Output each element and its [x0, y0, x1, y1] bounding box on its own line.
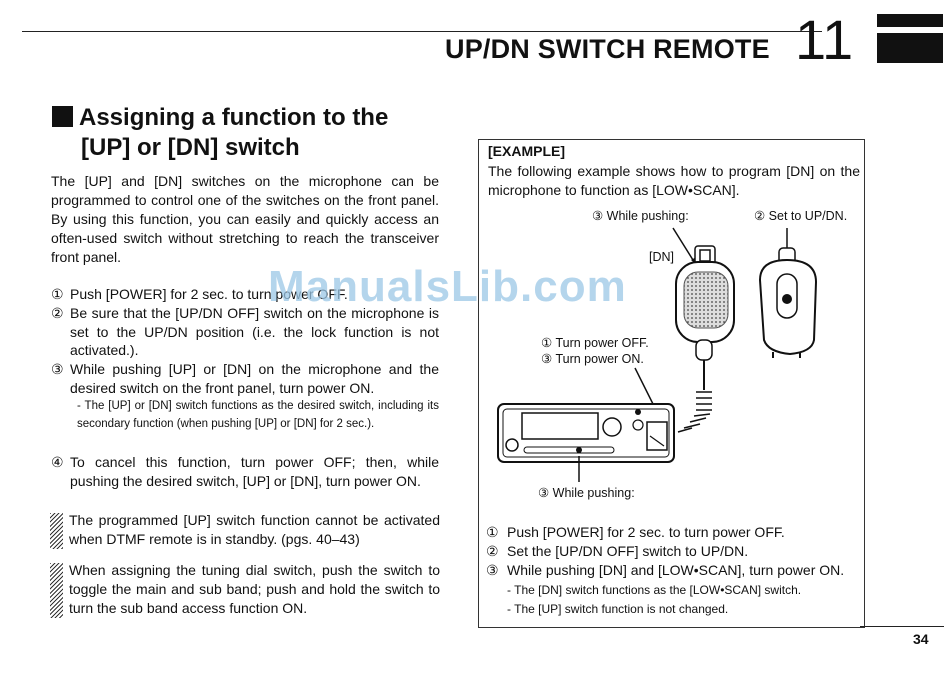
step-number: ③: [51, 361, 64, 377]
chapter-number: 11: [795, 8, 854, 71]
example-step-3: ③ While pushing [DN] and [LOW•SCAN], tur…: [486, 561, 861, 619]
step-text: While pushing [UP] or [DN] on the microp…: [70, 361, 439, 396]
example-subnote: - The [DN] switch functions as the [LOW•…: [507, 582, 802, 597]
note-2: When assigning the tuning dial switch, p…: [50, 561, 440, 618]
step-text: Be sure that the [UP/DN OFF] switch on t…: [70, 305, 439, 358]
callout-power-on: ③ Turn power ON.: [541, 352, 644, 366]
callout-while-pushing-top: ③ While pushing:: [592, 209, 689, 223]
example-subnote: - The [UP] switch function is not change…: [507, 601, 729, 616]
microphone-front: [675, 245, 735, 390]
step-number: ①: [51, 286, 64, 302]
step-4: ④ To cancel this function, turn power OF…: [51, 453, 439, 490]
chapter-title: UP/DN SWITCH REMOTE: [445, 34, 770, 64]
callout-dn: [DN]: [649, 250, 674, 264]
section-heading: Assigning a function to the [UP] or [DN]…: [52, 103, 388, 163]
heading-line-2: [UP] or [DN] switch: [81, 134, 300, 161]
note-text: The programmed [UP] switch function cann…: [69, 512, 440, 547]
step-2: ② Be sure that the [UP/DN OFF] switch on…: [51, 304, 439, 360]
step-text: Set the [UP/DN OFF] switch to UP/DN.: [507, 543, 749, 559]
step-subnote: - The [UP] or [DN] switch functions as t…: [77, 400, 439, 430]
step-text: To cancel this function, turn power OFF;…: [70, 454, 439, 489]
microphone-side: [758, 247, 818, 358]
watermark: ManualsLib.com: [268, 262, 627, 311]
footer-rule: [860, 626, 944, 627]
step-number: ②: [486, 543, 499, 559]
page-number: 34: [913, 631, 929, 647]
thumb-tab: [877, 33, 943, 63]
callout-while-pushing-bottom: ③ While pushing:: [538, 486, 635, 500]
step-text: Push [POWER] for 2 sec. to turn power OF…: [507, 524, 785, 540]
heading-square-icon: [52, 106, 73, 127]
note-icon: [50, 513, 63, 549]
coiled-cord: [677, 391, 712, 433]
step-number: ④: [51, 454, 64, 470]
example-step-1: ① Push [POWER] for 2 sec. to turn power …: [486, 523, 861, 543]
step-number: ③: [486, 562, 499, 578]
note-icon: [50, 563, 63, 618]
microphone-transceiver-diagram: [497, 227, 818, 482]
transceiver-front-panel: [497, 403, 675, 463]
step-number: ②: [51, 305, 64, 321]
example-step-2: ② Set the [UP/DN OFF] switch to UP/DN.: [486, 542, 861, 562]
step-text: Push [POWER] for 2 sec. to turn power OF…: [70, 286, 348, 302]
example-text: The following example shows how to progr…: [488, 163, 860, 198]
intro-paragraph: The [UP] and [DN] switches on the microp…: [51, 173, 439, 265]
callout-power-off: ① Turn power OFF.: [541, 336, 649, 350]
callout-line-dn: [672, 227, 694, 261]
example-box: [478, 139, 865, 628]
step-number: ①: [486, 524, 499, 540]
step-1: ① Push [POWER] for 2 sec. to turn power …: [51, 285, 439, 304]
heading-line-1: Assigning a function to the: [79, 104, 389, 131]
note-1: The programmed [UP] switch function cann…: [50, 511, 440, 549]
callout-set-updn: ② Set to UP/DN.: [754, 209, 848, 223]
header-rule: [22, 31, 822, 32]
step-text: While pushing [DN] and [LOW•SCAN], turn …: [507, 562, 845, 578]
thumb-tab-top: [877, 14, 943, 27]
note-text: When assigning the tuning dial switch, p…: [69, 562, 440, 616]
step-3: ③ While pushing [UP] or [DN] on the micr…: [51, 360, 439, 433]
example-label: [EXAMPLE]: [488, 143, 565, 159]
